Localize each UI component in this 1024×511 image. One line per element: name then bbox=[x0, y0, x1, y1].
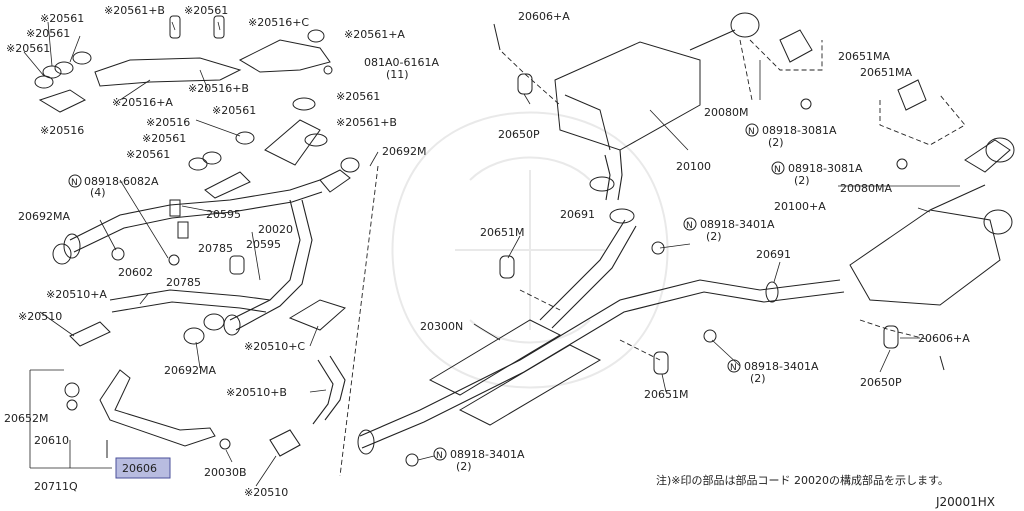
label-20692m: 20692M bbox=[382, 145, 426, 158]
nut-symbol-6082a: N bbox=[71, 178, 78, 188]
nut-symbol-3081a-2: N bbox=[774, 165, 781, 175]
label-20516: ※20516 bbox=[40, 124, 84, 137]
nut-icon-3081a-2 bbox=[771, 161, 785, 175]
nut-symbol-3081a-1: N bbox=[748, 127, 755, 137]
label-20692ma: 20692MA bbox=[18, 210, 70, 223]
label-20652m: 20652M bbox=[4, 412, 48, 425]
label-081a0: 081A0-6161A bbox=[364, 56, 439, 69]
gaskets-and-nuts bbox=[52, 65, 333, 345]
label-20510a: ※20510+A bbox=[46, 288, 107, 301]
label-08918-3401a-2: 08918-3401A bbox=[744, 360, 819, 373]
sub-muffler-20100a bbox=[849, 137, 1015, 306]
label-20691-2: 20691 bbox=[756, 248, 791, 261]
label-20651m-1: 20651M bbox=[480, 226, 524, 239]
label-20692ma-2: 20692MA bbox=[164, 364, 216, 377]
label-20510c: ※20510+C bbox=[244, 340, 305, 353]
label-08918-3401a-2-qty: (2) bbox=[750, 372, 766, 385]
label-08918-3401a-3: 08918-3401A bbox=[450, 448, 525, 461]
label-08918-3401a-1-qty: (2) bbox=[706, 230, 722, 243]
group-boundary-left bbox=[339, 165, 379, 477]
label-20711q: 20711Q bbox=[34, 480, 78, 493]
label-08918-3081a-2: 08918-3081A bbox=[788, 162, 863, 175]
label-20516c: ※20516+C bbox=[248, 16, 309, 29]
label-20020: 20020 bbox=[258, 223, 293, 236]
label-20561b-top: ※20561+B bbox=[104, 4, 165, 17]
diagram-id: J20001HX bbox=[935, 495, 995, 509]
label-20691-1: 20691 bbox=[560, 208, 595, 221]
nut-symbol-3401a-3: N bbox=[436, 451, 443, 461]
label-20606a-top: 20606+A bbox=[518, 10, 570, 23]
label-20606a-right: 20606+A bbox=[918, 332, 970, 345]
label-08918-3081a-2-qty: (2) bbox=[794, 174, 810, 187]
label-20595: 20595 bbox=[206, 208, 241, 221]
bracket-20711q bbox=[64, 369, 231, 458]
label-20516b: ※20516+B bbox=[188, 82, 249, 95]
label-20650p-right: 20650P bbox=[860, 376, 902, 389]
label-08918-6082a: 08918-6082A bbox=[84, 175, 159, 188]
label-20561-top2: ※20561 bbox=[184, 4, 228, 17]
label-08918-3081a-1: 08918-3081A bbox=[762, 124, 837, 137]
heat-shield-20516 bbox=[38, 39, 331, 199]
nut-icon-3081a-1 bbox=[745, 123, 759, 137]
leader-lines bbox=[23, 21, 960, 487]
watermark-emblem bbox=[391, 111, 669, 389]
label-20651ma-2: 20651MA bbox=[860, 66, 912, 79]
label-20561a: ※20561+A bbox=[344, 28, 405, 41]
nut-symbol-3401a-2: N bbox=[730, 363, 737, 373]
label-20300n: 20300N bbox=[420, 320, 463, 333]
label-20785: 20785 bbox=[198, 242, 233, 255]
label-20651ma-1: 20651MA bbox=[838, 50, 890, 63]
nut-icon-3401a-1 bbox=[683, 217, 697, 231]
label-20510b: ※20510+B bbox=[226, 386, 287, 399]
label-20100: 20100 bbox=[676, 160, 711, 173]
label-08918-3401a-3-qty: (2) bbox=[456, 460, 472, 473]
part-labels: ※20561 ※20561 ※20561 ※20561+B ※20561 ※20… bbox=[4, 4, 995, 509]
label-08918-6082a-qty: (4) bbox=[90, 186, 106, 199]
nut-icon-6082a bbox=[68, 174, 82, 188]
label-20516a: ※20516+A bbox=[112, 96, 173, 109]
nut-icon-3401a-3 bbox=[433, 447, 447, 461]
main-muffler-20100 bbox=[554, 12, 760, 201]
label-20785-2: 20785 bbox=[166, 276, 201, 289]
label-08918-3401a-1: 08918-3401A bbox=[700, 218, 775, 231]
clamp-20561-set bbox=[34, 15, 328, 171]
label-20080ma: 20080MA bbox=[840, 182, 892, 195]
front-tube-20020 bbox=[63, 157, 360, 457]
label-20561-3: ※20561 bbox=[6, 42, 50, 55]
footnote: 注)※印の部品は部品コード 20020の構成部品を示します。 bbox=[656, 473, 949, 487]
label-20610: 20610 bbox=[34, 434, 69, 447]
label-20510: ※20510 bbox=[18, 310, 62, 323]
nut-icon-3401a-2 bbox=[727, 359, 741, 373]
label-20516-2: ※20516 bbox=[146, 116, 190, 129]
label-20561-1: ※20561 bbox=[40, 12, 84, 25]
label-20650p-top: 20650P bbox=[498, 128, 540, 141]
label-20030b: 20030B bbox=[204, 466, 247, 479]
highlight-20606[interactable] bbox=[115, 457, 171, 479]
label-20561-e: ※20561 bbox=[212, 104, 256, 117]
label-20100a: 20100+A bbox=[774, 200, 826, 213]
label-08918-3081a-1-qty: (2) bbox=[768, 136, 784, 149]
label-081a0-qty: (11) bbox=[386, 68, 409, 81]
label-20595-2: 20595 bbox=[246, 238, 281, 251]
label-20651m-2: 20651M bbox=[644, 388, 688, 401]
label-20606-highlighted: 20606 bbox=[122, 462, 157, 475]
label-20080m: 20080M bbox=[704, 106, 748, 119]
center-pipe-20300n bbox=[357, 219, 845, 455]
dashed-guides-right bbox=[501, 39, 966, 361]
nut-symbol-3401a-1: N bbox=[686, 221, 693, 231]
label-20561-h: ※20561 bbox=[126, 148, 170, 161]
label-20561-f: ※20561 bbox=[336, 90, 380, 103]
hangers-and-insulators bbox=[405, 23, 945, 467]
label-20561b-2: ※20561+B bbox=[336, 116, 397, 129]
label-20602: 20602 bbox=[118, 266, 153, 279]
label-20510-2: ※20510 bbox=[244, 486, 288, 499]
label-20561-g: ※20561 bbox=[142, 132, 186, 145]
label-20561-2: ※20561 bbox=[26, 27, 70, 40]
